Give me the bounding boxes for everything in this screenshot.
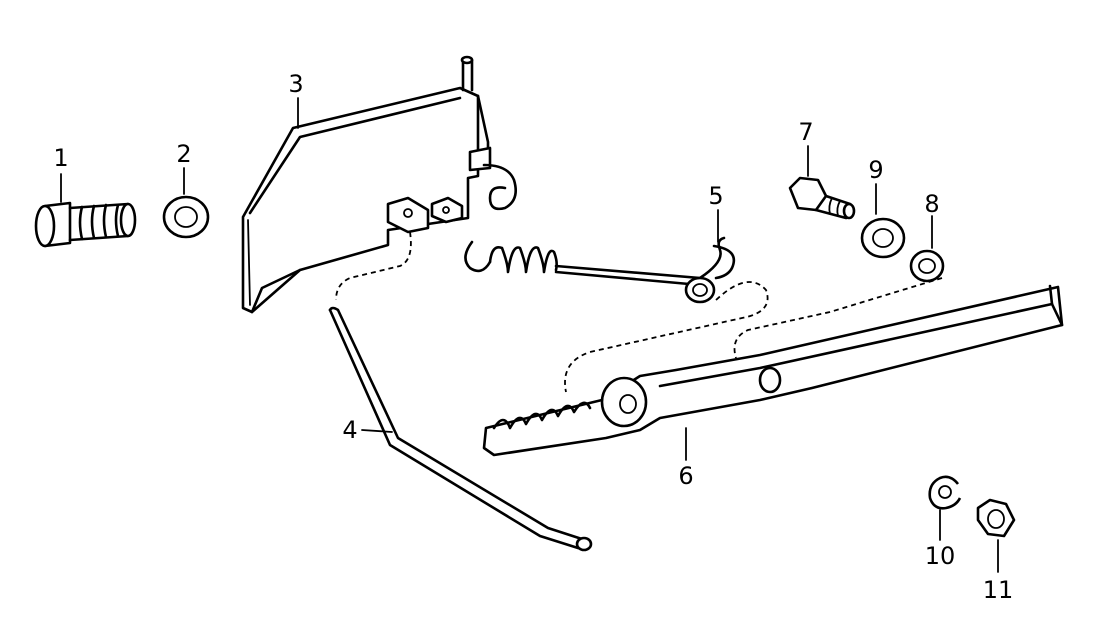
assembly-dashed-lines [335, 231, 943, 393]
part-7-bolt-icon [788, 176, 856, 220]
part-4-rod-icon [328, 306, 593, 552]
callout-1: 1 [53, 144, 68, 172]
part-5-spring-icon [464, 236, 736, 304]
callout-7: 7 [798, 118, 813, 146]
part-6-lever-icon [482, 284, 1064, 457]
callout-3: 3 [288, 70, 303, 98]
callout-5: 5 [708, 182, 723, 210]
callout-11: 11 [983, 576, 1014, 604]
part-9-washer-icon [860, 217, 906, 259]
callout-labels: 1 2 3 4 5 6 7 8 9 10 11 [53, 70, 1013, 604]
part-3-plate-icon [241, 55, 517, 314]
callout-4: 4 [342, 416, 357, 444]
callout-8: 8 [924, 190, 939, 218]
part-10-clip-icon [928, 475, 962, 510]
callout-leaders [60, 97, 999, 573]
part-2-washer-icon [162, 195, 210, 239]
part-11-nut-icon [976, 498, 1016, 538]
callout-10: 10 [925, 542, 956, 570]
callout-2: 2 [176, 140, 191, 168]
part-8-washer-icon [909, 249, 945, 283]
callout-9: 9 [868, 156, 883, 184]
part-1-bolt-icon [34, 201, 137, 248]
callout-6: 6 [678, 462, 693, 490]
